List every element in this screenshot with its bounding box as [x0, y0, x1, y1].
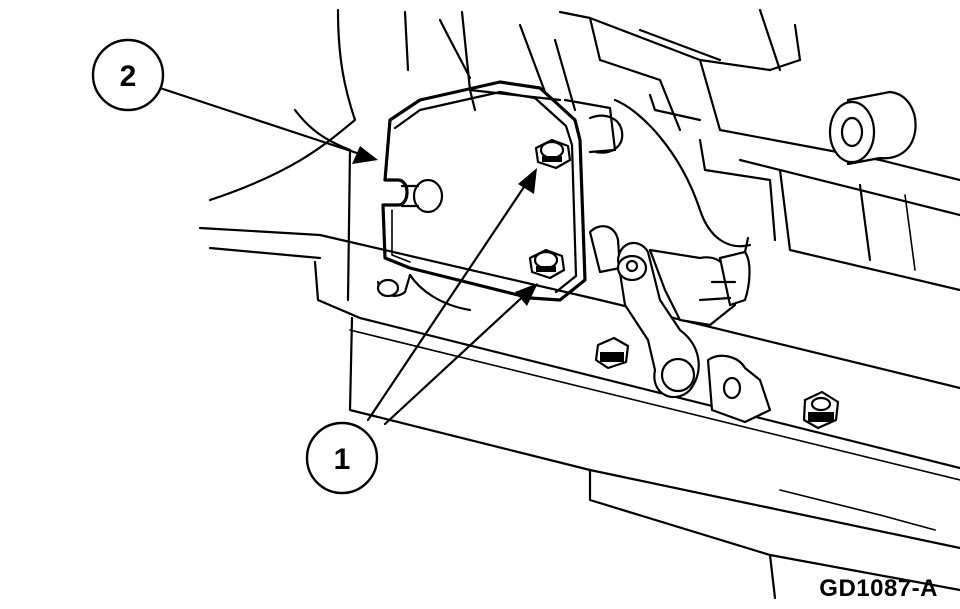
callout-2-label: 2	[120, 60, 137, 93]
callout-1: 1	[305, 421, 379, 495]
bracket-bolt-upper	[534, 138, 572, 170]
callout-1-label: 1	[334, 443, 351, 476]
shift-cable-bracket	[376, 80, 587, 312]
callout-leaders	[158, 86, 538, 426]
transmission-housing	[198, 8, 960, 600]
callout-2: 2	[91, 38, 165, 112]
manual-shift-lever	[588, 225, 840, 430]
figure-id: GD1087-A	[819, 575, 938, 602]
bracket-bolt-lower	[528, 248, 566, 280]
